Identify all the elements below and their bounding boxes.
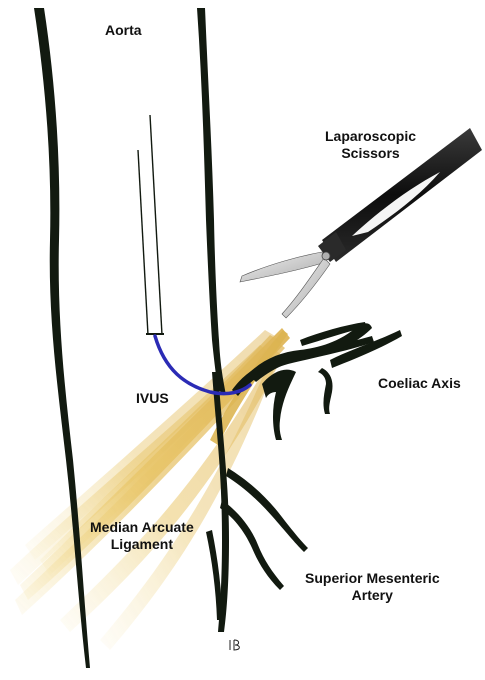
aorta-right-wall [197, 8, 226, 395]
sma-label: Superior Mesenteric Artery [305, 570, 440, 604]
coeliac-axis-label: Coeliac Axis [378, 375, 461, 392]
coeliac-axis-label-text: Coeliac Axis [378, 375, 461, 392]
aorta-label: Aorta [105, 22, 142, 39]
mal-label-line1: Median Arcuate [90, 519, 194, 536]
mal-label-line2: Ligament [90, 536, 194, 553]
ivus-label-text: IVUS [136, 390, 169, 407]
sma-label-line1: Superior Mesenteric [305, 570, 440, 587]
ivus-label: IVUS [136, 390, 169, 407]
scissors-label-line1: Laparoscopic [325, 128, 416, 145]
scissors-label-line2: Scissors [325, 145, 416, 162]
scissors-label: Laparoscopic Scissors [325, 128, 416, 162]
aorta-label-text: Aorta [105, 22, 142, 39]
artist-signature [230, 640, 239, 650]
median-arcuate-ligament-label: Median Arcuate Ligament [90, 519, 194, 553]
sma-label-line2: Artery [305, 587, 440, 604]
ivus-catheter [138, 115, 250, 394]
